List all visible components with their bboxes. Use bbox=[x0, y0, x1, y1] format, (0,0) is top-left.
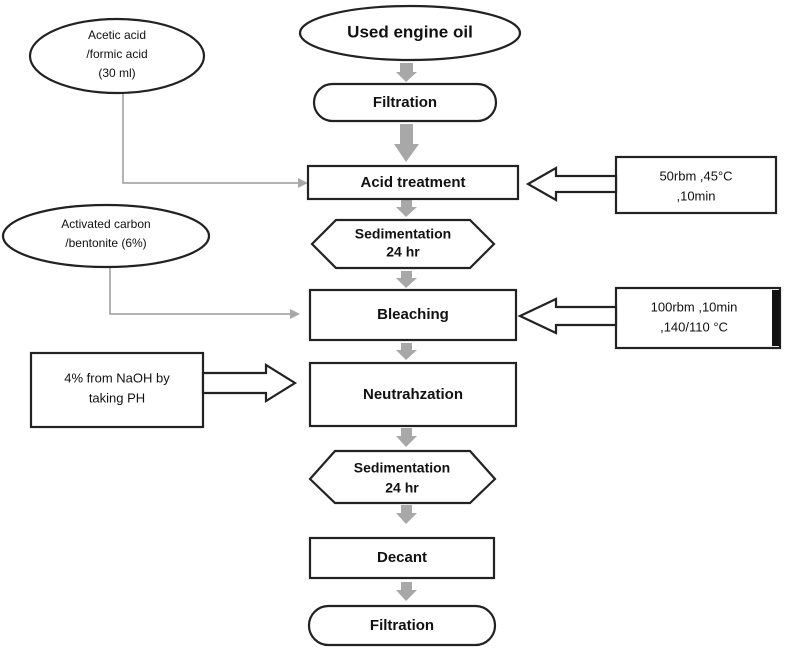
step-sedimentation-2: Sedimentation 24 hr bbox=[308, 449, 497, 505]
condition-bleaching-hollow-arrow bbox=[517, 297, 618, 335]
input-adsorbent: Activated carbon /bentonite (6%) bbox=[1, 203, 211, 269]
step-filtration-2: Filtration bbox=[307, 604, 497, 647]
condition-acid-treatment: 50rbm ,45°C ,10min bbox=[614, 155, 778, 215]
step-decant: Decant bbox=[308, 536, 496, 580]
step-sedimentation-1: Sedimentation 24 hr bbox=[310, 218, 496, 270]
svg-text:24 hr: 24 hr bbox=[386, 244, 420, 260]
svg-text:Sedimentation: Sedimentation bbox=[355, 226, 451, 242]
svg-text:Filtration: Filtration bbox=[370, 617, 434, 634]
flow-arrow-8 bbox=[396, 582, 417, 601]
flow-arrow-6 bbox=[396, 428, 417, 447]
naoh-hollow-arrow bbox=[201, 363, 298, 403]
svg-text:100rbm ,10min: 100rbm ,10min bbox=[651, 299, 738, 314]
flow-arrow-1 bbox=[396, 63, 417, 82]
svg-text:Activated carbon: Activated carbon bbox=[61, 217, 150, 231]
svg-text:Acetic acid: Acetic acid bbox=[88, 28, 146, 42]
svg-text:Sedimentation: Sedimentation bbox=[354, 460, 450, 476]
svg-text:,140/110 °C: ,140/110 °C bbox=[660, 319, 728, 334]
input-acid: Acetic acid /formic acid (30 ml) bbox=[28, 17, 206, 95]
step-neutralization: Neutrahzation bbox=[308, 361, 518, 428]
svg-text:24 hr: 24 hr bbox=[385, 480, 419, 496]
svg-text:4% from NaOH by: 4% from NaOH by bbox=[64, 370, 170, 385]
svg-text:Filtration: Filtration bbox=[373, 94, 437, 111]
svg-text:Used engine oil: Used engine oil bbox=[347, 22, 473, 41]
svg-text:taking PH: taking PH bbox=[89, 390, 145, 405]
step-bleaching: Bleaching bbox=[308, 288, 518, 342]
svg-text:50rbm ,45°C: 50rbm ,45°C bbox=[659, 168, 732, 183]
adsorbent-connector bbox=[109, 265, 292, 315]
svg-text:Decant: Decant bbox=[377, 549, 427, 566]
step-acid-treatment: Acid treatment bbox=[306, 164, 520, 201]
svg-text:Bleaching: Bleaching bbox=[377, 306, 449, 323]
adsorbent-connector-arrowhead bbox=[290, 309, 300, 319]
step-filtration-1: Filtration bbox=[312, 82, 498, 123]
svg-text:Acid treatment: Acid treatment bbox=[360, 174, 465, 191]
flow-arrow-4 bbox=[396, 271, 417, 288]
flow-arrow-7 bbox=[396, 505, 417, 524]
condition-bleaching: 100rbm ,10min ,140/110 °C bbox=[614, 286, 782, 350]
flow-arrow-3 bbox=[396, 200, 417, 217]
flow-arrow-5 bbox=[396, 343, 417, 360]
flow-arrow-2 bbox=[394, 124, 419, 162]
svg-text:/bentonite (6%): /bentonite (6%) bbox=[65, 236, 146, 250]
svg-text:Neutrahzation: Neutrahzation bbox=[363, 386, 463, 403]
input-naoh: 4% from NaOH by taking PH bbox=[29, 351, 205, 429]
condition-acid-hollow-arrow bbox=[525, 166, 618, 202]
svg-text:(30 ml): (30 ml) bbox=[98, 66, 135, 80]
acid-connector-arrowhead bbox=[298, 178, 308, 188]
acid-connector bbox=[122, 92, 300, 184]
svg-text:/formic acid: /formic acid bbox=[86, 47, 147, 61]
svg-text:,10min: ,10min bbox=[676, 188, 715, 203]
step-used-engine-oil: Used engine oil bbox=[298, 4, 522, 62]
